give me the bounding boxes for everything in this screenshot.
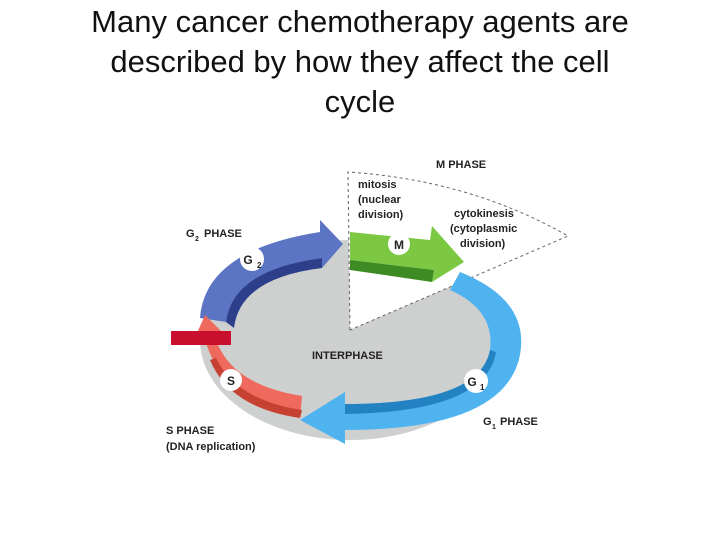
g2-letter-subscript: 2 [257,261,262,270]
interphase-label: INTERPHASE [312,350,383,362]
g1-letter: G [467,375,476,389]
s-marker-bar [171,331,231,345]
mitosis-line-3: division) [358,209,404,221]
m-letter: M [394,238,404,252]
mitosis-line-1: mitosis [358,179,397,191]
g1-phase-prefix: G [483,416,492,428]
s-phase-line-1: S PHASE [166,425,214,437]
s-phase-line-2: (DNA replication) [166,441,256,453]
g2-letter: G [243,253,252,267]
s-letter: S [227,374,235,388]
cytokinesis-line-1: cytokinesis [454,208,514,220]
g2-phase-prefix: G [186,228,195,240]
mitosis-line-2: (nuclear [358,194,402,206]
cytokinesis-line-3: division) [460,238,506,250]
g2-phase-label: PHASE [204,228,242,240]
g1-phase-label: PHASE [500,416,538,428]
g1-phase-subscript: 1 [492,424,496,431]
g1-letter-subscript: 1 [480,383,485,392]
g2-phase-subscript: 2 [195,236,199,243]
m-phase-label: M PHASE [436,159,486,171]
cytokinesis-line-2: (cytoplasmic [450,223,517,235]
